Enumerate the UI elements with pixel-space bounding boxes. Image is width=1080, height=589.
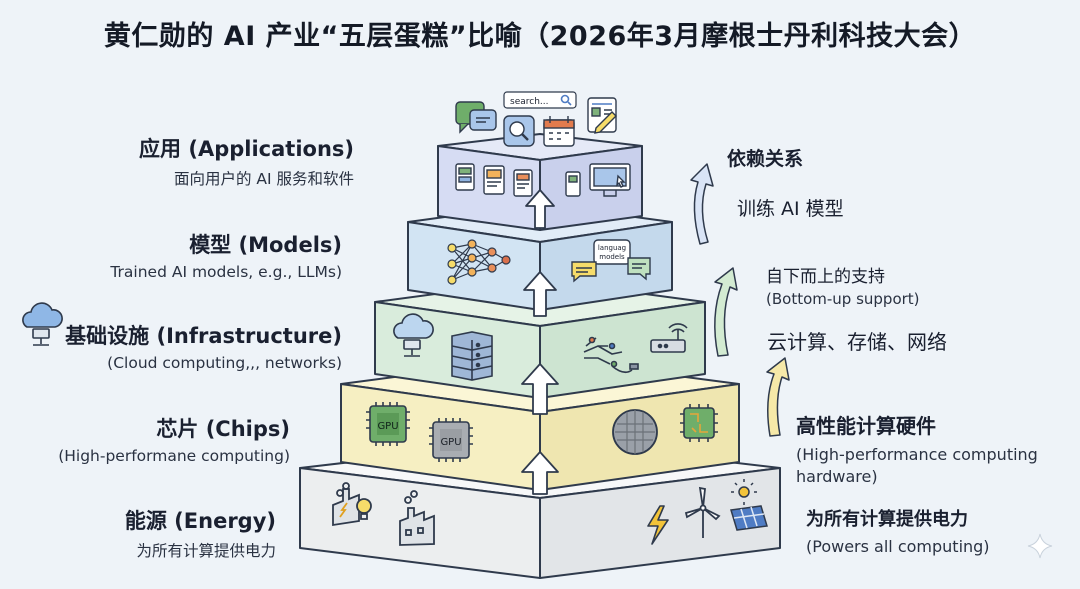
power-en: (Powers all computing) <box>806 537 990 556</box>
magnifier-icon <box>503 115 535 147</box>
chips-label: 芯片 (Chips) (High-performane computing) <box>58 413 290 465</box>
network-cables-icon <box>583 336 639 374</box>
up-arrow-energy <box>521 451 559 495</box>
dependency-title: 依赖关系 <box>727 148 804 170</box>
up-arrow-chips <box>521 363 559 415</box>
factory-icon <box>399 490 435 546</box>
gpu-chip-icon: GPU <box>429 418 473 462</box>
models-title: 模型 (Models) <box>189 233 342 257</box>
cloud-text: 云计算、存储、网络 <box>767 330 947 354</box>
chips-title: 芯片 (Chips) <box>156 417 290 441</box>
app-screens-icon <box>455 163 533 197</box>
train-text: 训练 AI 模型 <box>737 198 844 220</box>
energy-subtitle: 为所有计算提供电力 <box>136 542 276 560</box>
cloud-server-icon <box>22 302 63 346</box>
server-rack-icon <box>451 331 493 381</box>
wafer-icon <box>612 409 658 455</box>
support-arrow-middle <box>714 267 738 357</box>
solar-panel-icon <box>730 479 768 531</box>
applications-label: 应用 (Applications) 面向用户的 AI 服务和软件 <box>139 133 354 189</box>
cloud-server-icon <box>393 313 434 357</box>
gpu-chip-icon: GPU <box>366 402 410 446</box>
hpc-en-2: hardware) <box>796 467 878 486</box>
applications-title: 应用 (Applications) <box>139 137 354 161</box>
support-en: (Bottom-up support) <box>766 290 920 308</box>
hpc-label: 高性能计算硬件 (High-performance computing hard… <box>796 410 1038 488</box>
energy-label: 能源 (Energy) 为所有计算提供电力 <box>125 505 276 561</box>
circuit-chip-icon <box>680 404 718 442</box>
infrastructure-subtitle: (Cloud computing,,, networks) <box>107 354 342 372</box>
svg-text:languag: languag <box>598 244 626 252</box>
infrastructure-title: 基础设施 (Infrastructure) <box>65 324 342 348</box>
power-label: 为所有计算提供电力 (Powers all computing) <box>806 505 990 558</box>
devices-icon <box>565 163 631 197</box>
support-label: 自下而上的支持 (Bottom-up support) <box>766 262 920 308</box>
train-label: 训练 AI 模型 <box>737 194 844 221</box>
router-icon <box>650 323 688 353</box>
wind-turbine-icon <box>684 486 721 538</box>
support-cn: 自下而上的支持 <box>766 267 885 287</box>
dependency-label: 依赖关系 <box>727 144 803 171</box>
energy-title: 能源 (Energy) <box>124 509 276 533</box>
dependency-arrow-top <box>690 163 714 245</box>
calendar-icon <box>543 116 575 147</box>
models-subtitle: Trained AI models, e.g., LLMs) <box>110 263 342 281</box>
hpc-cn: 高性能计算硬件 <box>796 414 936 438</box>
factory-bulb-icon <box>332 482 372 527</box>
neural-network-icon <box>447 239 511 285</box>
hpc-en-1: (High-performance computing <box>796 445 1038 464</box>
chat-bubble-icon <box>455 101 497 134</box>
page-title: 黄仁勋的 AI 产业“五层蛋糕”比喻（2026年3月摩根士丹利科技大会） <box>103 21 977 52</box>
support-arrow-bottom <box>766 357 790 437</box>
models-label: 模型 (Models) Trained AI models, e.g., LLM… <box>110 229 342 281</box>
svg-text:GPU: GPU <box>440 437 461 448</box>
search-bar-icon[interactable]: search... <box>503 91 577 109</box>
language-models-icon: languag models <box>571 239 651 283</box>
svg-text:models: models <box>599 253 625 261</box>
edit-document-icon <box>587 97 617 134</box>
cloud-label: 云计算、存储、网络 <box>767 326 947 355</box>
svg-text:GPU: GPU <box>377 421 398 432</box>
applications-subtitle: 面向用户的 AI 服务和软件 <box>173 170 354 188</box>
infrastructure-label: 基础设施 (Infrastructure) (Cloud computing,,… <box>65 320 342 372</box>
sparkle-icon <box>1027 533 1053 559</box>
up-arrow-infrastructure <box>523 271 557 317</box>
power-cn: 为所有计算提供电力 <box>806 509 968 530</box>
chips-subtitle: (High-performane computing) <box>58 447 290 465</box>
lightning-icon <box>647 505 669 545</box>
up-arrow-models <box>525 189 555 229</box>
svg-text:search...: search... <box>510 97 548 107</box>
